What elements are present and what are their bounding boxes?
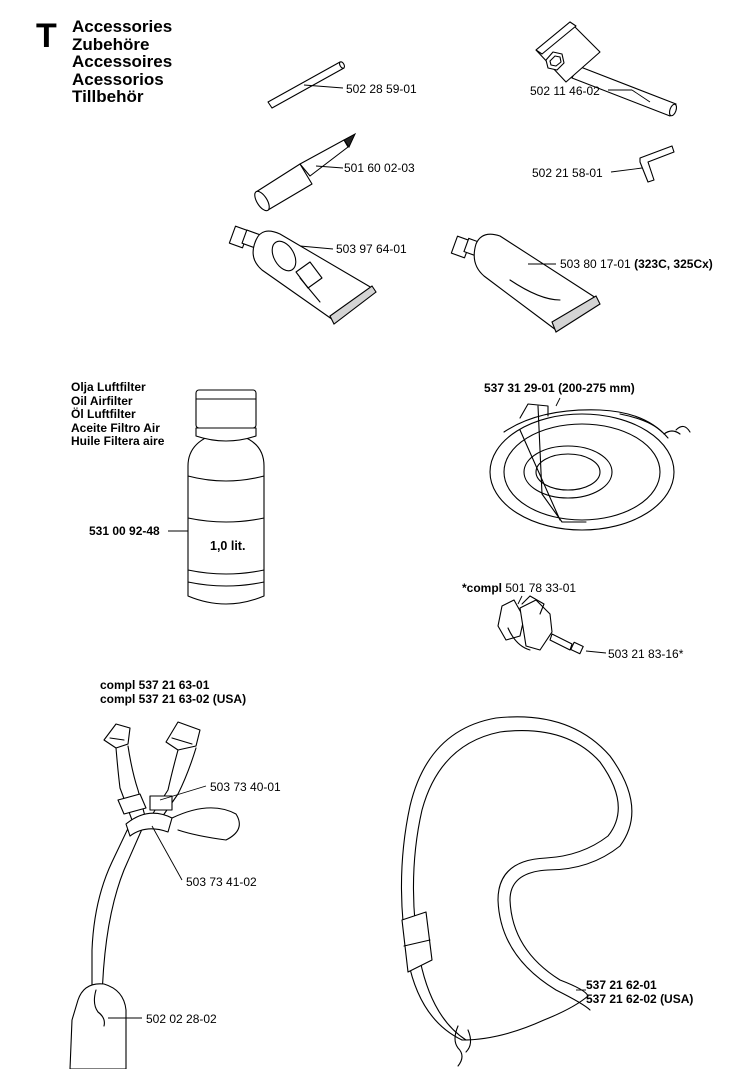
harness-compl-labels: compl 537 21 63-01 compl 537 21 63-02 (U…: [100, 678, 247, 706]
section-titles: Accessories Zubehöre Accessoires Acessor…: [72, 18, 172, 106]
file-tool-drawing: [254, 132, 357, 212]
harness-compl-1: compl 537 21 63-01: [100, 678, 210, 692]
clamp-drawing: [497, 595, 607, 655]
label-harness-pad: 503 73 41-02: [186, 875, 257, 889]
title-fr: Accessoires: [72, 52, 173, 71]
section-letter: T: [36, 17, 57, 55]
rod-drawing: [267, 61, 346, 109]
label-grease-tube-2-number: 503 80 17-01: [560, 257, 631, 271]
label-oil-bottle: 531 00 92-48: [89, 524, 160, 538]
label-clamp-compl-prefix: *compl: [462, 581, 503, 595]
oil-label-de: Öl Luftfilter: [71, 407, 136, 421]
strap-label-2: 537 21 62-02 (USA): [586, 991, 694, 1006]
oil-bottle-volume: 1,0 lit.: [210, 539, 246, 553]
leader-clamp: [517, 595, 523, 605]
label-file-tool: 501 60 02-03: [344, 161, 415, 175]
strap-label-1: 537 21 62-01: [586, 978, 657, 992]
leader-pad: [151, 825, 183, 881]
grease-tube-1-drawing: [228, 225, 377, 325]
harness-compl-2: compl 537 21 63-02 (USA): [100, 691, 247, 706]
label-hex-key: 502 21 58-01: [532, 166, 603, 180]
label-socket-wrench: 502 11 46-02: [530, 84, 600, 98]
guard-drawing: [489, 397, 691, 531]
title-sv: Tillbehör: [72, 87, 144, 106]
label-clamp-compl: *compl 501 78 33-01: [462, 581, 576, 595]
grease-tube-2-drawing: [450, 233, 601, 333]
leader-guard: [555, 397, 561, 407]
label-grease-tube-2: 503 80 17-01 (323C, 325Cx): [560, 257, 713, 271]
strap-drawing: [400, 716, 633, 1067]
strap-labels: 537 21 62-01 537 21 62-02 (USA): [586, 978, 694, 1006]
harness-drawing: [69, 721, 240, 1069]
label-clamp-compl-number: 501 78 33-01: [505, 581, 577, 595]
leader-hexkey: [610, 167, 643, 173]
oil-label-fr: Huile Filtera aire: [71, 434, 165, 448]
leader-screw: [585, 650, 607, 654]
socket-wrench-drawing: [535, 21, 678, 117]
title-pt: Acessorios: [72, 69, 164, 89]
leader-wrench: [631, 89, 651, 103]
oil-label-en: Oil Airfilter: [71, 393, 133, 408]
oil-label-es: Aceite Filtro Air: [71, 420, 160, 435]
label-guard: 537 31 29-01 (200-275 mm): [484, 381, 635, 395]
oil-label-sv: Olja Luftfilter: [71, 380, 146, 394]
leader-rod: [303, 84, 344, 89]
label-clamp-screw: 503 21 83-16*: [608, 647, 684, 661]
oil-bottle-drawing: [168, 389, 265, 605]
leader-tube1: [299, 245, 334, 250]
leader-file: [315, 165, 344, 169]
oil-labels: Olja Luftfilter Oil Airfilter Öl Luftfil…: [71, 380, 165, 449]
hex-key-drawing: [610, 145, 675, 183]
label-harness-buckle: 503 73 40-01: [210, 780, 281, 794]
leader-buckle: [159, 785, 207, 801]
label-harness-hook: 502 02 28-02: [146, 1012, 217, 1026]
label-grease-tube-2-note: (323C, 325Cx): [634, 257, 713, 271]
label-rod: 502 28 59-01: [346, 82, 417, 96]
title-de: Zubehöre: [72, 34, 150, 54]
title-en: Accessories: [72, 17, 173, 36]
label-grease-tube-1: 503 97 64-01: [336, 242, 407, 256]
